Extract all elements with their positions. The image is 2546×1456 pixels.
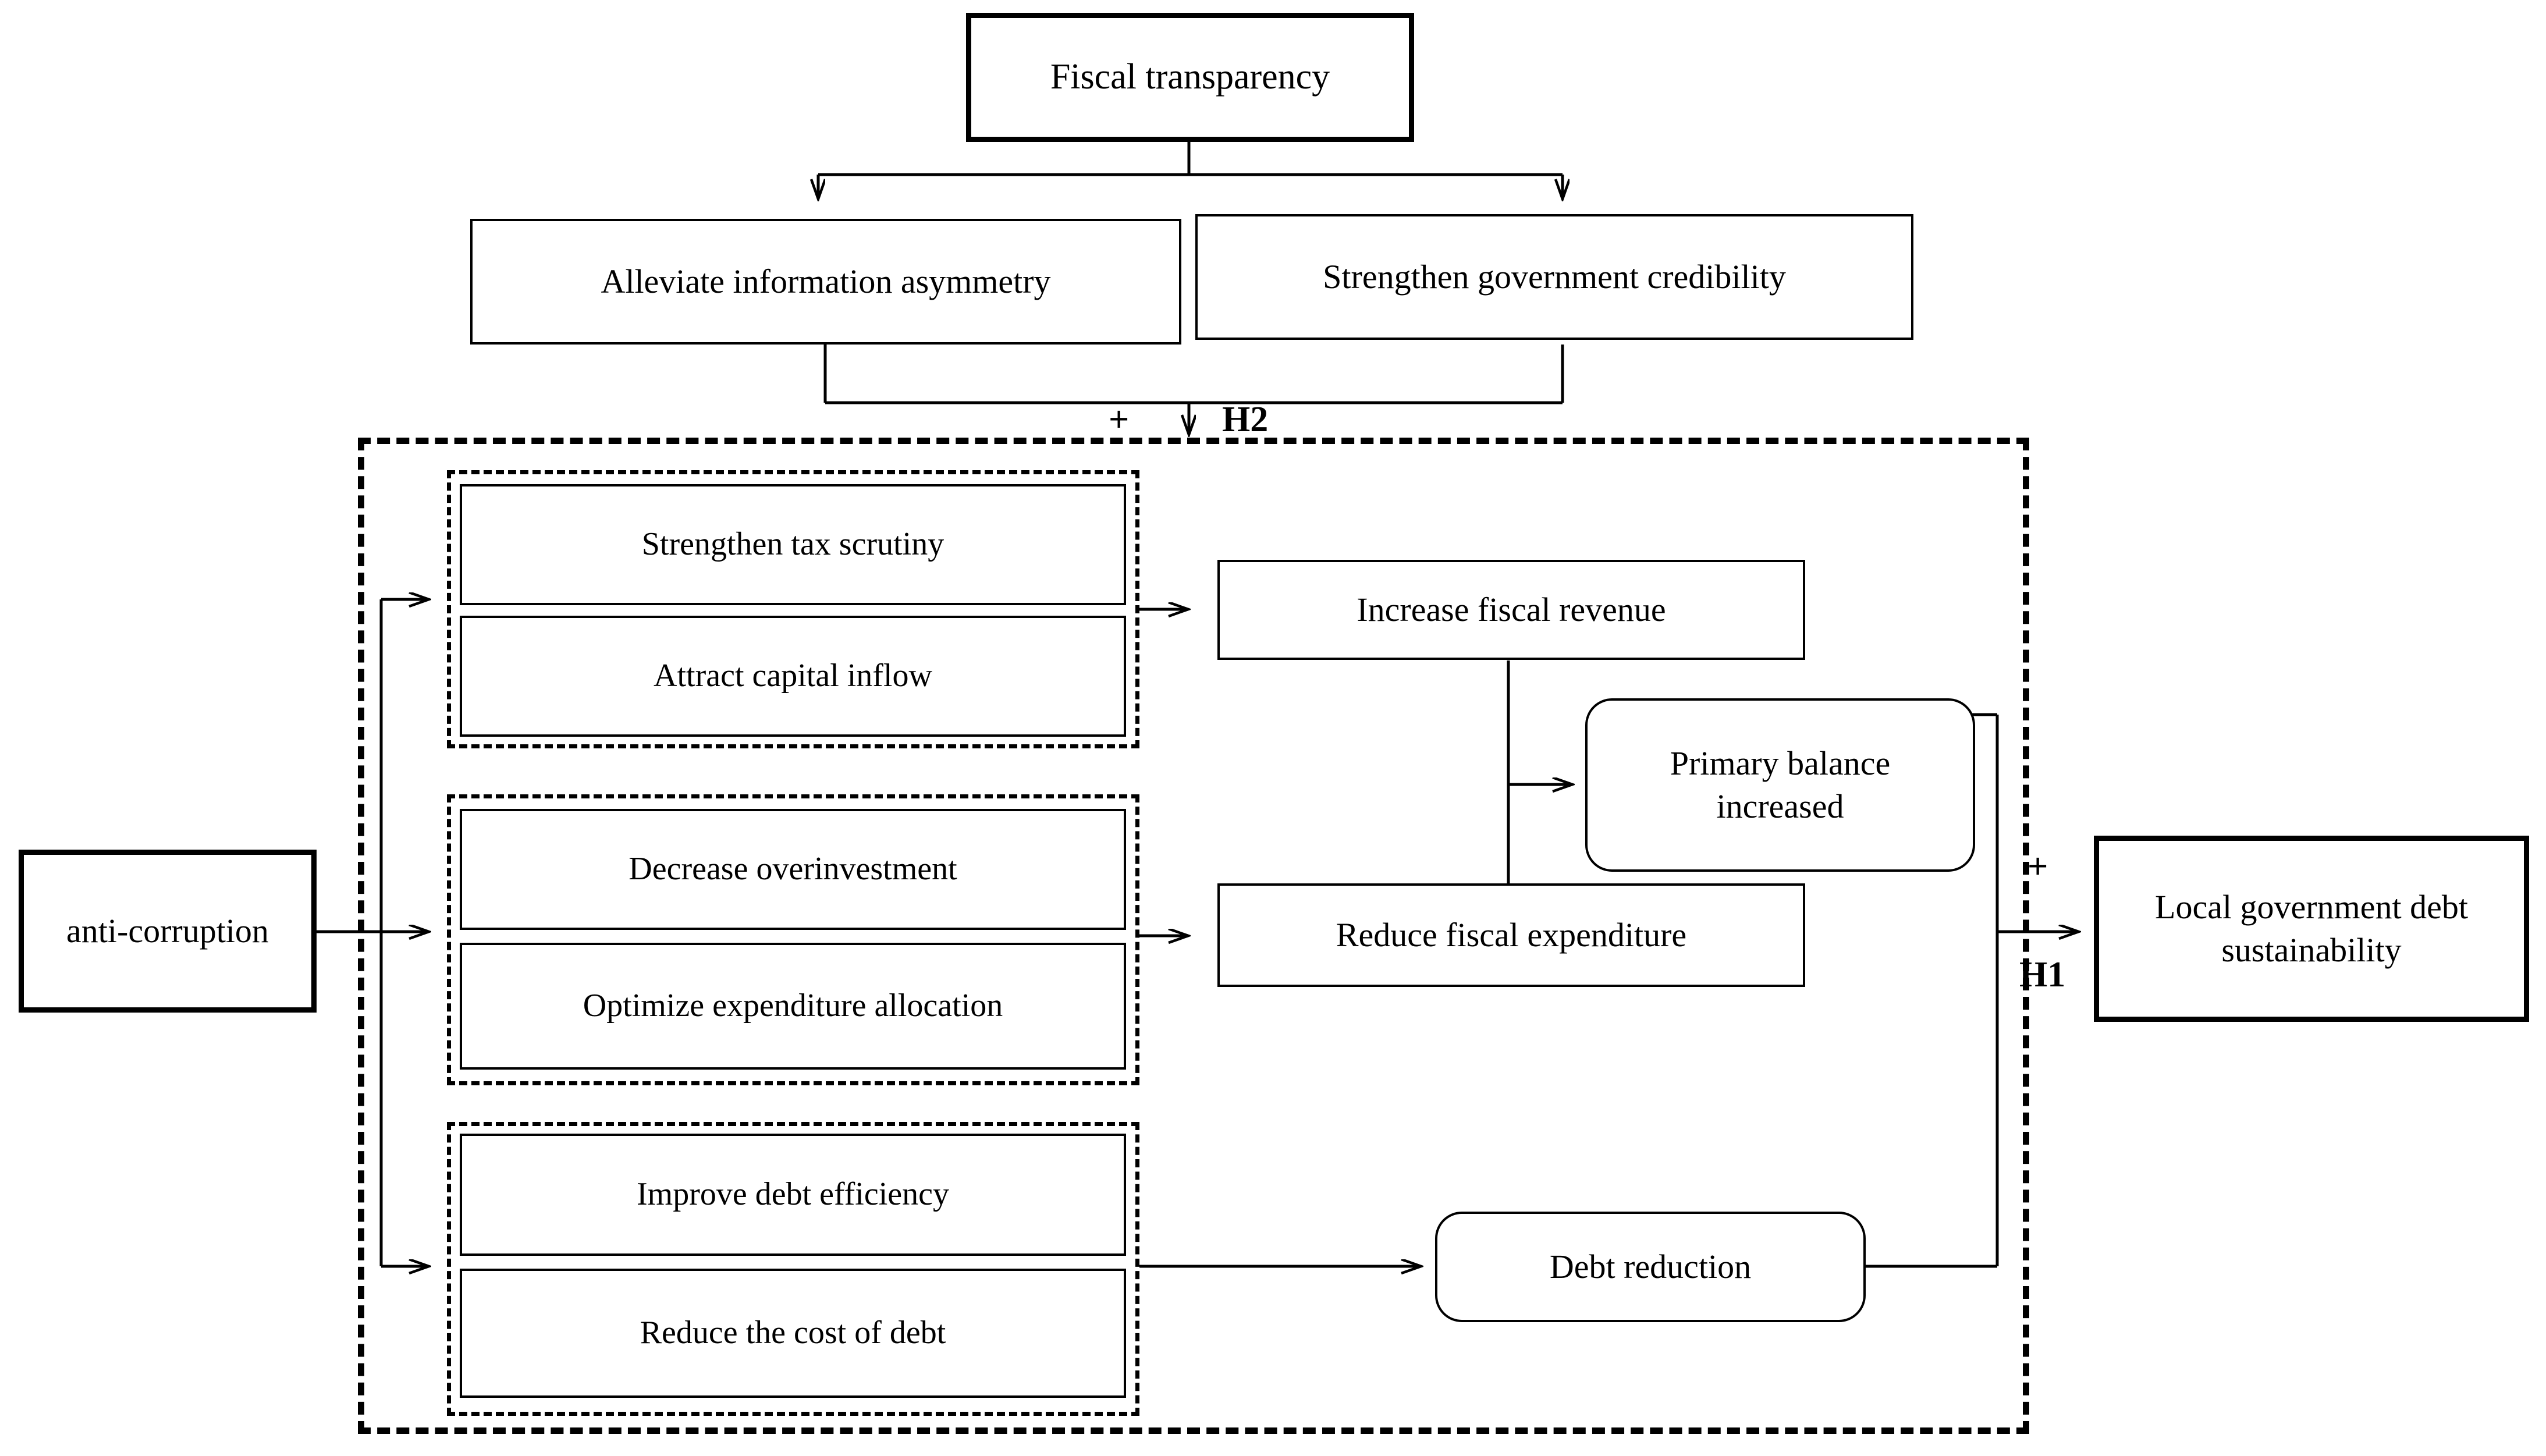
- node-optimize-expenditure-allocation[interactable]: Optimize expenditure allocation: [460, 943, 1126, 1070]
- sign-plus-h1: +: [2027, 847, 2048, 886]
- mediation-container: [358, 438, 2029, 1434]
- node-label: Attract capital inflow: [654, 658, 932, 694]
- group-revenue-channel: [447, 470, 1139, 748]
- node-fiscal-transparency[interactable]: Fiscal transparency: [966, 13, 1414, 142]
- node-label: Strengthen tax scrutiny: [641, 526, 944, 563]
- node-debt-reduction[interactable]: Debt reduction: [1435, 1212, 1866, 1322]
- hypothesis-label-h2: H2: [1222, 400, 1269, 439]
- node-label: Fiscal transparency: [1050, 57, 1330, 97]
- node-label: Improve debt efficiency: [637, 1176, 949, 1213]
- node-improve-debt-efficiency[interactable]: Improve debt efficiency: [460, 1134, 1126, 1256]
- node-label: Decrease overinvestment: [628, 851, 957, 887]
- hypothesis-label-h1: H1: [2019, 955, 2066, 995]
- node-strengthen-tax-scrutiny[interactable]: Strengthen tax scrutiny: [460, 484, 1126, 605]
- node-anti-corruption[interactable]: anti-corruption: [19, 850, 317, 1013]
- node-label: Alleviate information asymmetry: [601, 262, 1051, 300]
- node-increase-fiscal-revenue[interactable]: Increase fiscal revenue: [1217, 560, 1805, 660]
- node-label: Optimize expenditure allocation: [583, 988, 1003, 1024]
- node-label: anti-corruption: [66, 911, 269, 950]
- node-reduce-fiscal-expenditure[interactable]: Reduce fiscal expenditure: [1217, 883, 1805, 987]
- node-label: Debt reduction: [1549, 1247, 1752, 1285]
- node-label: Strengthen government credibility: [1323, 257, 1786, 296]
- node-attract-capital-inflow[interactable]: Attract capital inflow: [460, 616, 1126, 737]
- group-expenditure-channel: [447, 794, 1139, 1085]
- sign-plus-h2: +: [1109, 400, 1130, 439]
- node-strengthen-government-credibility[interactable]: Strengthen government credibility: [1195, 214, 1913, 340]
- node-reduce-the-cost-of-debt[interactable]: Reduce the cost of debt: [460, 1269, 1126, 1398]
- node-alleviate-information-asymmetry[interactable]: Alleviate information asymmetry: [470, 219, 1181, 345]
- node-decrease-overinvestment[interactable]: Decrease overinvestment: [460, 809, 1126, 930]
- node-primary-balance-increased[interactable]: Primary balance increased: [1585, 698, 1975, 872]
- node-label: Increase fiscal revenue: [1357, 590, 1666, 628]
- node-local-government-debt-sustainability[interactable]: Local government debt sustainability: [2094, 836, 2529, 1022]
- node-label: Primary balance increased: [1670, 744, 1891, 825]
- group-debt-channel: [447, 1122, 1139, 1416]
- node-label: Reduce fiscal expenditure: [1336, 915, 1687, 954]
- node-label: Reduce the cost of debt: [640, 1315, 946, 1351]
- node-label: Local government debt sustainability: [2155, 887, 2468, 969]
